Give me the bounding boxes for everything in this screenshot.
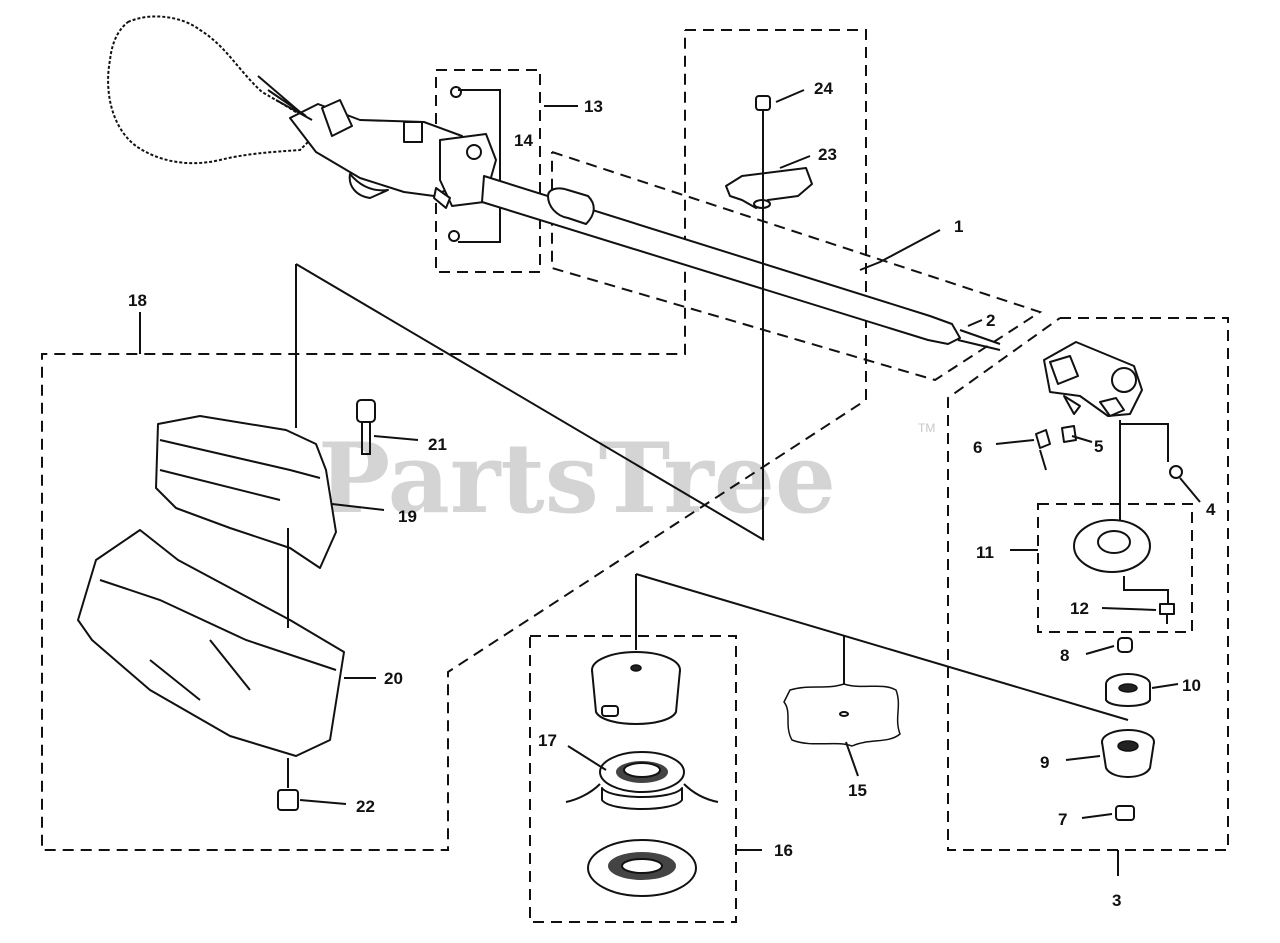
screw-24-illustration [755, 95, 771, 128]
callout-6: 6 [973, 438, 982, 457]
callout-14-bracket [458, 89, 501, 243]
engine-assembly-illustration [107, 15, 497, 242]
watermark-text: PartsTree [318, 422, 836, 535]
group-16-boundary [529, 635, 737, 923]
leader-7 [1081, 813, 1113, 819]
leader-17 [567, 745, 607, 771]
callout-22: 22 [356, 797, 375, 816]
screw-12-illustration [1159, 603, 1175, 624]
base-plate-illustration [587, 839, 697, 897]
spool-17-illustration [565, 751, 719, 810]
callout-24: 24 [814, 79, 833, 98]
clamp-23-illustration [725, 167, 813, 209]
leader-5 [1071, 435, 1093, 443]
part-8-illustration [1117, 637, 1133, 653]
callout-12: 12 [1070, 599, 1089, 618]
guard-19-illustration [155, 415, 337, 569]
callout-4: 4 [1206, 500, 1216, 519]
callout-5: 5 [1094, 437, 1103, 456]
leader-4 [1179, 477, 1201, 503]
leader-15 [845, 741, 859, 777]
leader-1 [859, 229, 941, 271]
gear-head-illustration [1043, 341, 1143, 417]
bolt-21-illustration [356, 399, 376, 455]
callout-20: 20 [384, 669, 403, 688]
assembly-line-diagonal [295, 263, 765, 541]
leader-21 [373, 435, 419, 441]
callout-2: 2 [986, 311, 995, 330]
plate-11-illustration [1073, 519, 1151, 573]
callout-21: 21 [428, 435, 447, 454]
guard-20-illustration [77, 529, 345, 757]
callout-1: 1 [954, 217, 963, 236]
part-9-illustration [1101, 729, 1155, 778]
group-13-boundary [435, 69, 541, 273]
group-23-24-boundary [41, 29, 867, 851]
trimmer-cover-illustration [591, 651, 681, 725]
drive-shaft-tube-illustration [481, 175, 1001, 351]
nut-22-illustration [277, 789, 299, 811]
callout-3: 3 [1112, 891, 1121, 910]
callout-10: 10 [1182, 676, 1201, 695]
blade-15-illustration [783, 683, 901, 747]
nut-7-illustration [1115, 805, 1135, 821]
leader-6 [995, 439, 1035, 445]
leader-9 [1065, 755, 1101, 761]
callout-18: 18 [128, 291, 147, 310]
screw-4-illustration [1169, 465, 1183, 479]
callout-13: 13 [584, 97, 603, 116]
callout-14: 14 [514, 131, 533, 150]
leader-23 [779, 155, 811, 169]
callout-8: 8 [1060, 646, 1069, 665]
callout-9: 9 [1040, 753, 1049, 772]
callout-19: 19 [398, 507, 417, 526]
assembly-line-12 [1123, 576, 1169, 604]
leader-10 [1151, 683, 1179, 689]
screws-5-6-illustration [1035, 425, 1077, 471]
callout-15: 15 [848, 781, 867, 800]
leader-8 [1085, 645, 1115, 655]
callout-11: 11 [976, 543, 994, 562]
group-1-boundary [551, 151, 1043, 382]
leader-12 [1101, 607, 1157, 611]
part-10-illustration [1105, 673, 1151, 707]
callout-7: 7 [1058, 810, 1067, 829]
callout-16: 16 [774, 841, 793, 860]
leader-4-axis [1120, 423, 1169, 462]
leader-19 [331, 503, 385, 511]
callout-23: 23 [818, 145, 837, 164]
group-11-boundary [1037, 503, 1193, 633]
leader-24 [775, 89, 805, 103]
assembly-line-trimmer [635, 573, 1129, 721]
leader-2 [967, 319, 983, 327]
leader-22 [299, 799, 347, 805]
watermark-trademark: TM [918, 421, 935, 435]
callout-17: 17 [538, 731, 557, 750]
